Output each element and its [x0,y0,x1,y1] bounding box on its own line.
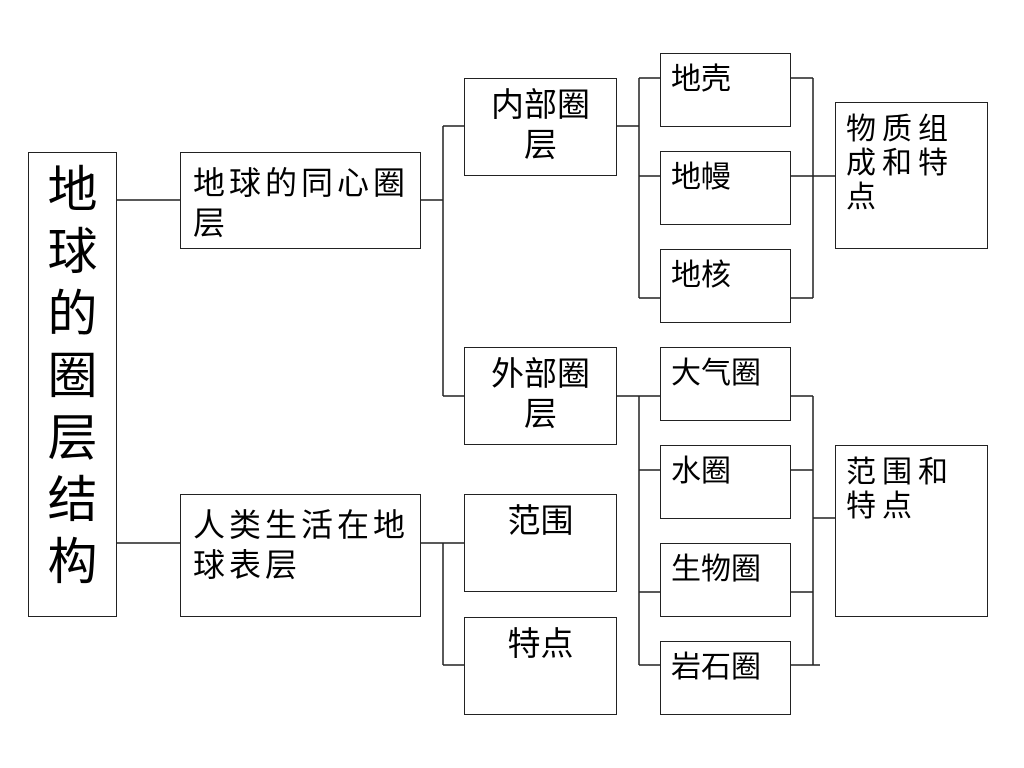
root-title-box: 地球的圈层结构 [28,152,117,617]
range-box: 范围 [464,494,617,592]
crust-label: 地壳 [671,62,731,97]
human-surface-label: 人类生活在地球表层 [193,506,410,584]
human-surface-box: 人类生活在地球表层 [180,494,421,617]
concentric-layers-label: 地球的同心圈层 [193,164,410,242]
composition-note-box: 物质组成和特点 [835,102,988,249]
range-label: 范围 [507,501,574,540]
mantle-box: 地幔 [660,151,791,225]
range-features-note-box: 范围和特点 [835,445,988,617]
biosphere-label: 生物圈 [671,552,761,587]
features-box: 特点 [464,617,617,715]
root-title: 地球的圈层结构 [47,161,98,591]
range-features-note: 范围和特点 [846,455,954,524]
composition-note: 物质组成和特点 [846,112,954,215]
lithosphere-box: 岩石圈 [660,641,791,715]
features-label: 特点 [507,624,574,663]
hydrosphere-label: 水圈 [671,454,731,489]
crust-box: 地壳 [660,53,791,127]
outer-layers-box: 外部圈层 [464,347,617,445]
inner-layers-box: 内部圈层 [464,78,617,176]
lithosphere-label: 岩石圈 [671,650,761,685]
outer-layers-label: 外部圈层 [491,354,590,433]
atmosphere-label: 大气圈 [671,356,761,391]
mantle-label: 地幔 [671,160,731,195]
core-box: 地核 [660,249,791,323]
core-label: 地核 [671,258,731,293]
atmosphere-box: 大气圈 [660,347,791,421]
hydrosphere-box: 水圈 [660,445,791,519]
concentric-layers-box: 地球的同心圈层 [180,152,421,249]
biosphere-box: 生物圈 [660,543,791,617]
inner-layers-label: 内部圈层 [491,85,590,164]
